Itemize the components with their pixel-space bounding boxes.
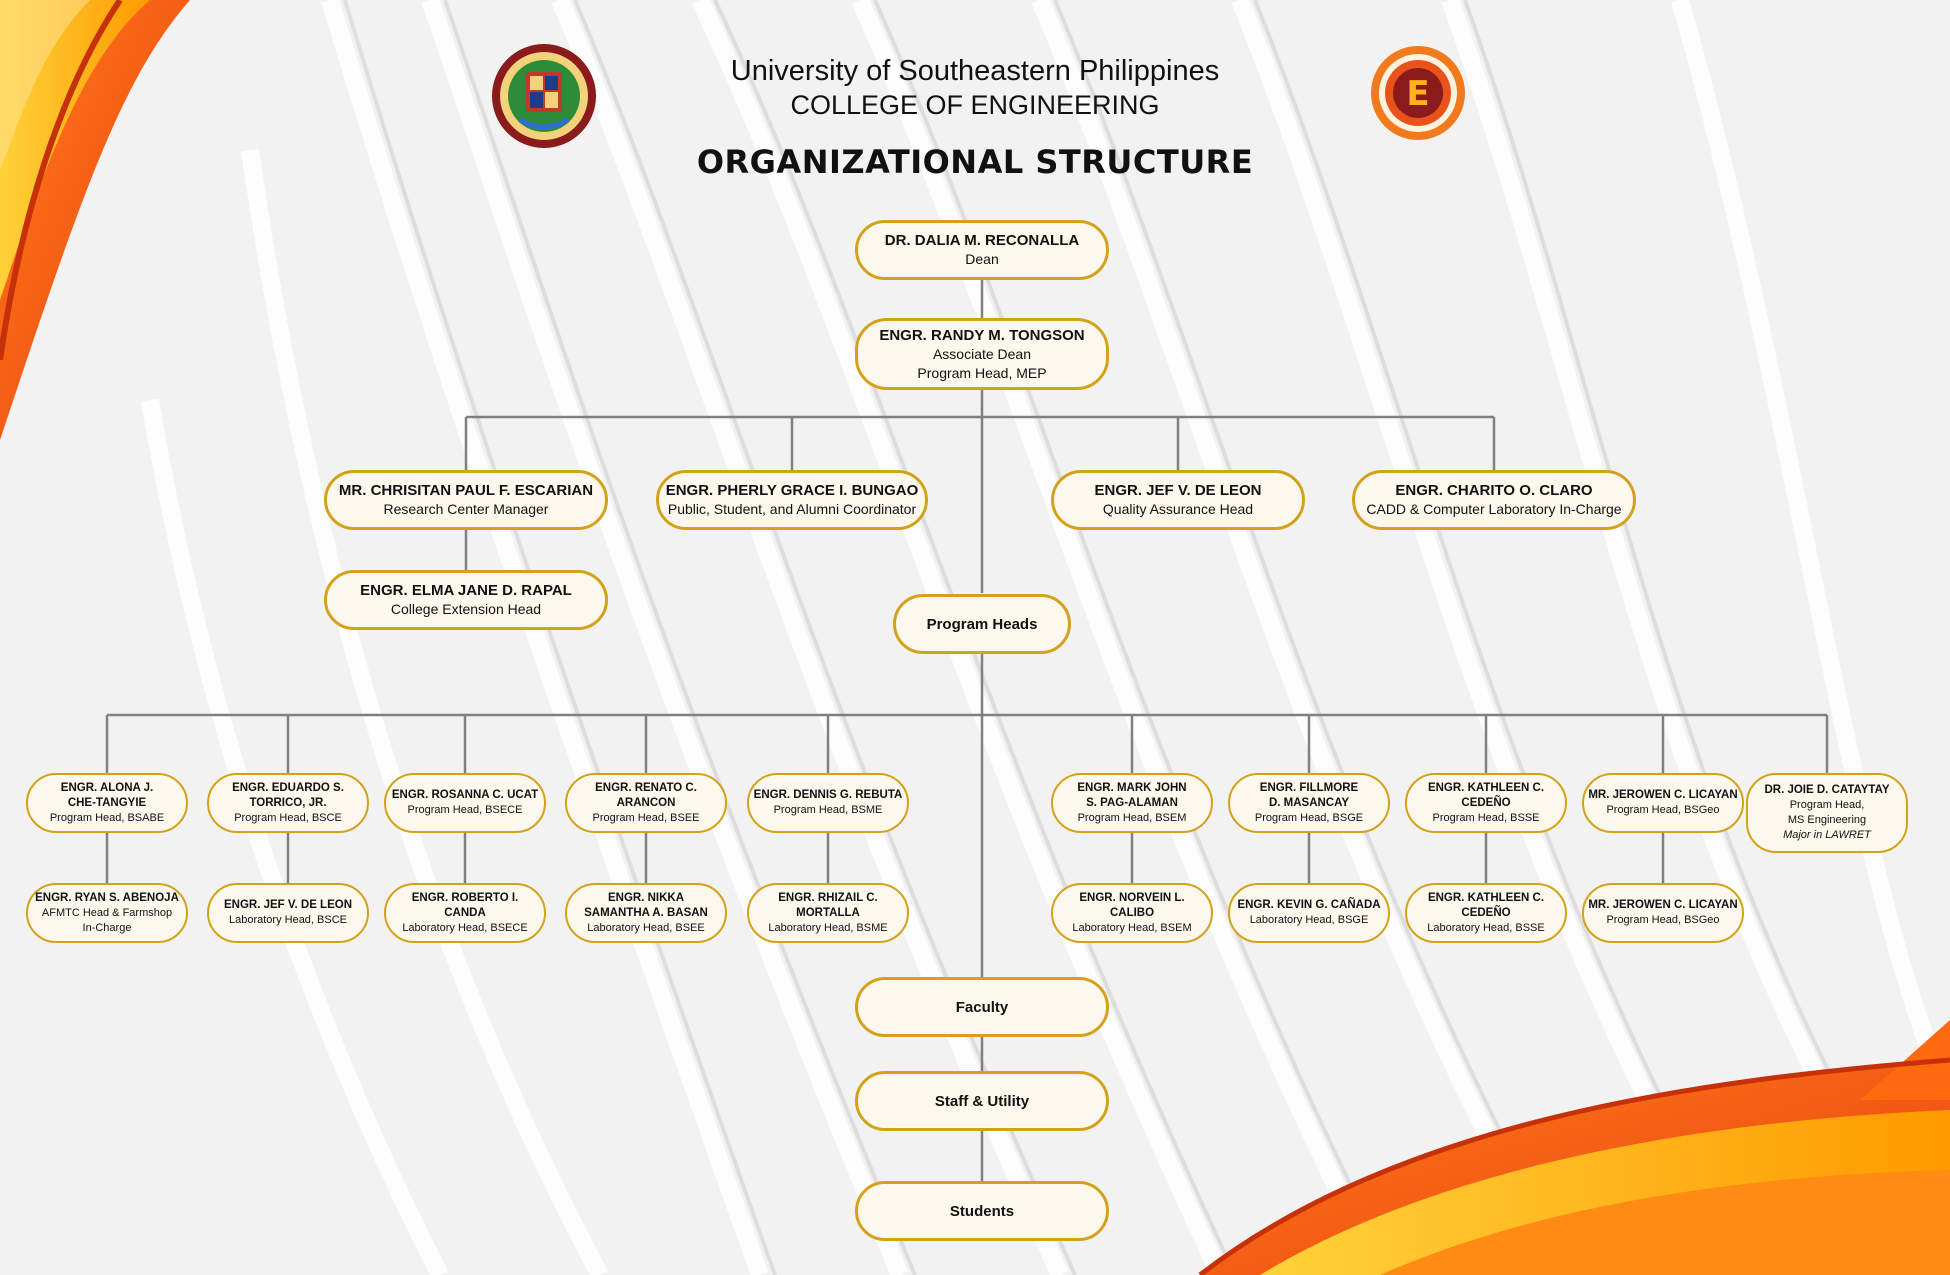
lab-head-box-bsece: ENGR. ROBERTO I. CANDA Laboratory Head, … <box>384 883 546 943</box>
extension-head-box: ENGR. ELMA JANE D. RAPAL College Extensi… <box>324 570 608 630</box>
program-heads-label: Program Heads <box>927 615 1038 634</box>
program-head-role: Program Head, BSME <box>774 803 883 818</box>
program-head-role: Program Head, BSCE <box>234 811 342 826</box>
coordinator-box-quality-assurance: ENGR. JEF V. DE LEON Quality Assurance H… <box>1051 470 1305 530</box>
lab-head-name: ENGR. NORVEIN L. CALIBO <box>1057 891 1207 921</box>
program-head-role: Program Head, BSECE <box>408 803 523 818</box>
coordinator-role: Research Center Manager <box>384 500 549 519</box>
program-head-name: ENGR. DENNIS G. REBUTA <box>754 788 903 803</box>
program-head-role: Program Head, BSSE <box>1433 811 1540 826</box>
staff-utility-label: Staff & Utility <box>935 1092 1029 1111</box>
lab-head-name: ENGR. KEVIN G. CAÑADA <box>1237 898 1380 913</box>
program-head-role: Program Head, BSABE <box>50 811 164 826</box>
program-head-box-bsece: ENGR. ROSANNA C. UCAT Program Head, BSEC… <box>384 773 546 833</box>
lab-head-name: MR. JEROWEN C. LICAYAN <box>1588 898 1737 913</box>
program-head-role: Program Head, BSGeo <box>1606 803 1719 818</box>
program-head-name: ENGR. KATHLEEN C. CEDEÑO <box>1411 781 1561 811</box>
faculty-box: Faculty <box>855 977 1109 1037</box>
lab-head-box-bsee: ENGR. NIKKA SAMANTHA A. BASAN Laboratory… <box>565 883 727 943</box>
program-head-box-bsabe: ENGR. ALONA J. CHE-TANGYIE Program Head,… <box>26 773 188 833</box>
lab-head-box-bsme: ENGR. RHIZAIL C. MORTALLA Laboratory Hea… <box>747 883 909 943</box>
faculty-label: Faculty <box>956 998 1009 1017</box>
lab-head-box-bsge: ENGR. KEVIN G. CAÑADA Laboratory Head, B… <box>1228 883 1390 943</box>
associate-dean-box: ENGR. RANDY M. TONGSON Associate Dean Pr… <box>855 318 1109 390</box>
lab-head-role: Laboratory Head, BSEE <box>587 921 704 936</box>
lab-head-role: Laboratory Head, BSSE <box>1427 921 1544 936</box>
coordinator-name: ENGR. CHARITO O. CLARO <box>1395 481 1592 500</box>
coordinator-role: CADD & Computer Laboratory In-Charge <box>1366 500 1621 519</box>
extension-head-name: ENGR. ELMA JANE D. RAPAL <box>360 581 572 600</box>
lab-head-name: ENGR. JEF V. DE LEON <box>224 898 352 913</box>
program-head-box-bsse: ENGR. KATHLEEN C. CEDEÑO Program Head, B… <box>1405 773 1567 833</box>
coordinator-box-public-student-alumni: ENGR. PHERLY GRACE I. BUNGAO Public, Stu… <box>656 470 928 530</box>
coordinator-name: ENGR. PHERLY GRACE I. BUNGAO <box>666 481 919 500</box>
staff-utility-box: Staff & Utility <box>855 1071 1109 1131</box>
coordinator-box-research: MR. CHRISITAN PAUL F. ESCARIAN Research … <box>324 470 608 530</box>
associate-dean-name: ENGR. RANDY M. TONGSON <box>879 326 1084 345</box>
lab-head-name: ENGR. RYAN S. ABENOJA <box>35 891 179 906</box>
associate-dean-role: Associate Dean Program Head, MEP <box>917 345 1046 383</box>
lab-head-role: Laboratory Head, BSME <box>768 921 887 936</box>
program-head-box-bsgeo: MR. JEROWEN C. LICAYAN Program Head, BSG… <box>1582 773 1744 833</box>
program-head-name: ENGR. EDUARDO S. TORRICO, JR. <box>232 781 344 811</box>
program-head-role: Program Head, BSEM <box>1078 811 1187 826</box>
lab-head-name: ENGR. NIKKA SAMANTHA A. BASAN <box>584 891 708 921</box>
dean-box: DR. DALIA M. RECONALLA Dean <box>855 220 1109 280</box>
coordinator-role: Public, Student, and Alumni Coordinator <box>668 500 916 519</box>
program-head-name: ENGR. FILLMORE D. MASANCAY <box>1260 781 1358 811</box>
program-head-box-ms-engineering: DR. JOIE D. CATAYTAY Program Head, MS En… <box>1746 773 1908 853</box>
program-head-name: MR. JEROWEN C. LICAYAN <box>1588 788 1737 803</box>
coordinator-box-cadd-lab: ENGR. CHARITO O. CLARO CADD & Computer L… <box>1352 470 1636 530</box>
lab-head-box-bsce: ENGR. JEF V. DE LEON Laboratory Head, BS… <box>207 883 369 943</box>
chart-title: ORGANIZATIONAL STRUCTURE <box>0 143 1950 181</box>
program-head-name: ENGR. ALONA J. CHE-TANGYIE <box>61 781 153 811</box>
lab-head-role: Laboratory Head, BSECE <box>402 921 527 936</box>
program-head-box-bsme: ENGR. DENNIS G. REBUTA Program Head, BSM… <box>747 773 909 833</box>
program-head-role: Program Head, MS Engineering <box>1788 798 1866 828</box>
coordinator-role: Quality Assurance Head <box>1103 500 1253 519</box>
coordinator-name: MR. CHRISITAN PAUL F. ESCARIAN <box>339 481 593 500</box>
lab-head-role: Laboratory Head, BSCE <box>229 913 347 928</box>
college-name: COLLEGE OF ENGINEERING <box>0 90 1950 121</box>
program-head-box-bsce: ENGR. EDUARDO S. TORRICO, JR. Program He… <box>207 773 369 833</box>
lab-head-name: ENGR. RHIZAIL C. MORTALLA <box>753 891 903 921</box>
university-name: University of Southeastern Philippines <box>0 55 1950 88</box>
extension-head-role: College Extension Head <box>391 600 541 619</box>
dean-name: DR. DALIA M. RECONALLA <box>885 231 1079 250</box>
lab-head-box-bsgeo: MR. JEROWEN C. LICAYAN Program Head, BSG… <box>1582 883 1744 943</box>
lab-head-box-bsabe: ENGR. RYAN S. ABENOJA AFMTC Head & Farms… <box>26 883 188 943</box>
program-head-name: ENGR. RENATO C. ARANCON <box>571 781 721 811</box>
lab-head-role: Laboratory Head, BSEM <box>1072 921 1191 936</box>
lab-head-box-bsem: ENGR. NORVEIN L. CALIBO Laboratory Head,… <box>1051 883 1213 943</box>
lab-head-role: AFMTC Head & Farmshop In-Charge <box>42 906 172 936</box>
program-head-box-bsge: ENGR. FILLMORE D. MASANCAY Program Head,… <box>1228 773 1390 833</box>
program-head-name: DR. JOIE D. CATAYTAY <box>1764 783 1889 798</box>
program-head-role: Program Head, BSGE <box>1255 811 1363 826</box>
program-head-role: Program Head, BSEE <box>593 811 700 826</box>
students-label: Students <box>950 1202 1014 1221</box>
lab-head-role: Laboratory Head, BSGE <box>1250 913 1369 928</box>
lab-head-box-bsse: ENGR. KATHLEEN C. CEDEÑO Laboratory Head… <box>1405 883 1567 943</box>
lab-head-role: Program Head, BSGeo <box>1606 913 1719 928</box>
students-box: Students <box>855 1181 1109 1241</box>
lab-head-name: ENGR. KATHLEEN C. CEDEÑO <box>1411 891 1561 921</box>
program-head-major: Major in LAWRET <box>1783 828 1871 843</box>
program-head-name: ENGR. ROSANNA C. UCAT <box>392 788 538 803</box>
program-head-box-bsem: ENGR. MARK JOHN S. PAG-ALAMAN Program He… <box>1051 773 1213 833</box>
program-head-box-bsee: ENGR. RENATO C. ARANCON Program Head, BS… <box>565 773 727 833</box>
lab-head-name: ENGR. ROBERTO I. CANDA <box>390 891 540 921</box>
coordinator-name: ENGR. JEF V. DE LEON <box>1095 481 1262 500</box>
program-head-name: ENGR. MARK JOHN S. PAG-ALAMAN <box>1077 781 1186 811</box>
program-heads-box: Program Heads <box>893 594 1071 654</box>
dean-role: Dean <box>965 250 998 269</box>
